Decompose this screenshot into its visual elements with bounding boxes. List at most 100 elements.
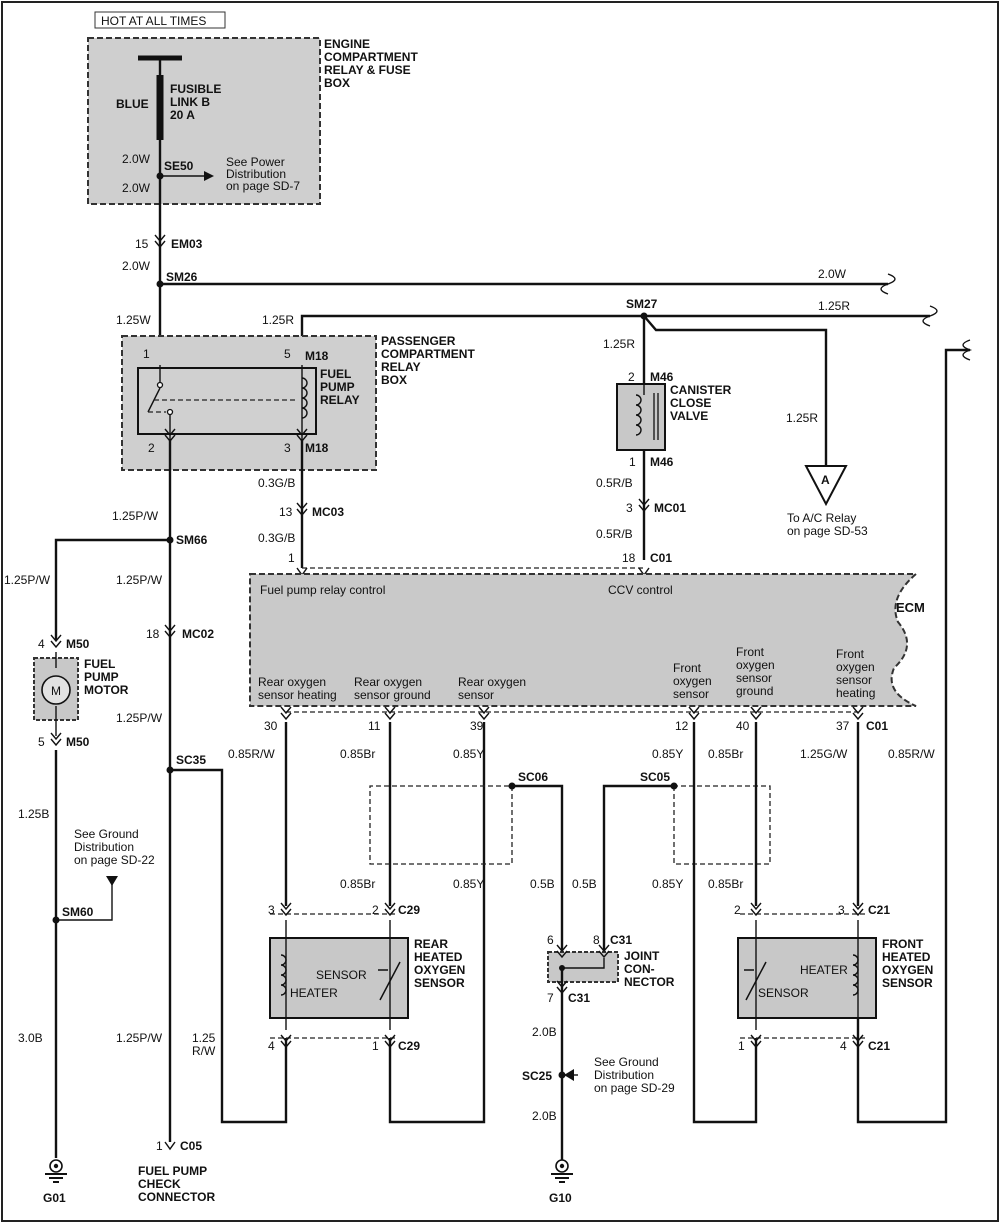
svg-text:M: M (51, 684, 61, 698)
svg-text:0.85Br: 0.85Br (340, 747, 375, 761)
svg-text:FUEL: FUEL (320, 367, 351, 381)
svg-text:1: 1 (738, 1039, 745, 1053)
svg-text:39: 39 (470, 719, 484, 733)
svg-text:1: 1 (629, 455, 636, 469)
front-heated-oxygen-sensor: 2 3 C21 SENSOR HEATER FRONT HEATED OXYGE… (734, 902, 933, 1053)
svg-text:SM60: SM60 (62, 905, 94, 919)
svg-text:sensor: sensor (736, 671, 772, 685)
svg-text:8: 8 (593, 933, 600, 947)
svg-text:C01: C01 (650, 551, 672, 565)
svg-text:SENSOR: SENSOR (414, 976, 465, 990)
svg-text:5: 5 (284, 347, 291, 361)
svg-text:See Ground: See Ground (594, 1055, 659, 1069)
svg-text:VALVE: VALVE (670, 409, 708, 423)
svg-text:oxygen: oxygen (673, 674, 712, 688)
splice-sm26: SM26 2.0W 1.25W (116, 267, 896, 327)
svg-text:1: 1 (143, 347, 150, 361)
svg-text:sensor: sensor (458, 688, 494, 702)
svg-text:2: 2 (372, 903, 379, 917)
svg-text:40: 40 (736, 719, 750, 733)
svg-text:HOT AT ALL TIMES: HOT AT ALL TIMES (101, 14, 206, 28)
svg-text:oxygen: oxygen (836, 660, 875, 674)
svg-text:CON-: CON- (624, 962, 655, 976)
svg-text:Front: Front (736, 645, 765, 659)
svg-text:on page SD-7: on page SD-7 (226, 179, 300, 193)
svg-text:2.0W: 2.0W (122, 181, 151, 195)
ground-wire-g01: 1.25B SM60 See Ground Distribution on pa… (18, 750, 155, 1205)
svg-text:3: 3 (838, 903, 845, 917)
svg-text:SC06: SC06 (518, 770, 548, 784)
fuel-pump-check-connector: 1 C05 FUEL PUMP CHECK CONNECTOR (138, 1139, 215, 1204)
svg-text:SC05: SC05 (640, 770, 670, 784)
svg-text:1.25B: 1.25B (18, 807, 49, 821)
svg-text:COMPARTMENT: COMPARTMENT (381, 347, 475, 361)
svg-text:15: 15 (135, 237, 149, 251)
svg-text:RELAY: RELAY (320, 393, 360, 407)
svg-text:MOTOR: MOTOR (84, 683, 129, 697)
svg-text:SM27: SM27 (626, 297, 658, 311)
svg-text:COMPARTMENT: COMPARTMENT (324, 50, 418, 64)
svg-text:1.25R: 1.25R (603, 337, 635, 351)
svg-text:0.85Y: 0.85Y (652, 747, 683, 761)
svg-text:CLOSE: CLOSE (670, 396, 711, 410)
svg-text:1.25R: 1.25R (262, 313, 294, 327)
svg-text:HEATED: HEATED (414, 950, 463, 964)
svg-text:C29: C29 (398, 903, 420, 917)
svg-text:1: 1 (372, 1039, 379, 1053)
svg-text:2: 2 (628, 370, 635, 384)
svg-text:Front: Front (836, 647, 865, 661)
svg-text:HEATED: HEATED (882, 950, 931, 964)
svg-text:To A/C Relay: To A/C Relay (787, 511, 856, 525)
svg-text:PUMP: PUMP (84, 670, 119, 684)
svg-text:A: A (821, 473, 830, 487)
svg-text:FUEL PUMP: FUEL PUMP (138, 1164, 207, 1178)
svg-text:C31: C31 (610, 933, 632, 947)
svg-text:0.85Y: 0.85Y (453, 877, 484, 891)
svg-text:CONNECTOR: CONNECTOR (138, 1190, 215, 1204)
svg-text:See Power: See Power (226, 155, 285, 169)
hot-at-all-times-label: HOT AT ALL TIMES (94, 11, 226, 29)
svg-text:C21: C21 (868, 1039, 890, 1053)
svg-text:See Ground: See Ground (74, 827, 139, 841)
svg-text:SENSOR: SENSOR (758, 986, 809, 1000)
connector-c01-bottom: 30 11 39 12 40 37 C01 (264, 706, 888, 733)
svg-text:RELAY: RELAY (381, 360, 421, 374)
connector-mc02: 18 MC02 1.25P/W (116, 624, 214, 725)
svg-text:SC35: SC35 (176, 753, 206, 767)
svg-text:2: 2 (734, 903, 741, 917)
splice-sc05: SC05 0.5B (572, 770, 678, 958)
svg-text:0.85Br: 0.85Br (340, 877, 375, 891)
svg-text:SE50: SE50 (164, 159, 194, 173)
svg-text:HEATER: HEATER (800, 963, 848, 977)
rear-shield (369, 785, 513, 865)
svg-text:11: 11 (368, 719, 381, 733)
svg-text:1.25G/W: 1.25G/W (800, 747, 848, 761)
svg-text:MC03: MC03 (312, 505, 344, 519)
svg-text:1.25: 1.25 (192, 1031, 216, 1045)
svg-text:2.0W: 2.0W (122, 152, 151, 166)
svg-text:0.85R/W: 0.85R/W (888, 747, 935, 761)
svg-text:C21: C21 (868, 903, 890, 917)
svg-text:0.85Br: 0.85Br (708, 747, 743, 761)
svg-text:CHECK: CHECK (138, 1177, 181, 1191)
fusible-link-b: FUSIBLE LINK B 20 A BLUE (116, 55, 221, 176)
svg-text:3: 3 (268, 903, 275, 917)
splice-sm66: SM66 1.25P/W 1.25P/W 1.25P/W (4, 440, 208, 1142)
svg-text:heating: heating (836, 686, 875, 700)
splice-sc35: SC35 0.85R/W 1.25P/W 1.25 R/W (116, 747, 288, 1124)
svg-text:MC01: MC01 (654, 501, 686, 515)
svg-text:FUEL: FUEL (84, 657, 115, 671)
svg-text:on page SD-22: on page SD-22 (74, 853, 155, 867)
fuel-pump-relay: 1 5 M18 2 3 M18 FUEL PUMP RELAY (137, 347, 360, 455)
svg-text:FRONT: FRONT (882, 937, 924, 951)
svg-text:0.85Br: 0.85Br (708, 877, 743, 891)
canister-close-valve: 2 M46 1 M46 CANISTER CLOSE VALVE (616, 370, 732, 560)
svg-text:BOX: BOX (381, 373, 407, 387)
svg-text:ground: ground (736, 684, 773, 698)
svg-text:SC25: SC25 (522, 1069, 552, 1083)
svg-text:2.0W: 2.0W (122, 259, 151, 273)
splice-sc06: SC06 0.5B (508, 770, 564, 958)
svg-text:C01: C01 (866, 719, 888, 733)
svg-text:HEATER: HEATER (290, 986, 338, 1000)
svg-text:1: 1 (288, 551, 295, 565)
